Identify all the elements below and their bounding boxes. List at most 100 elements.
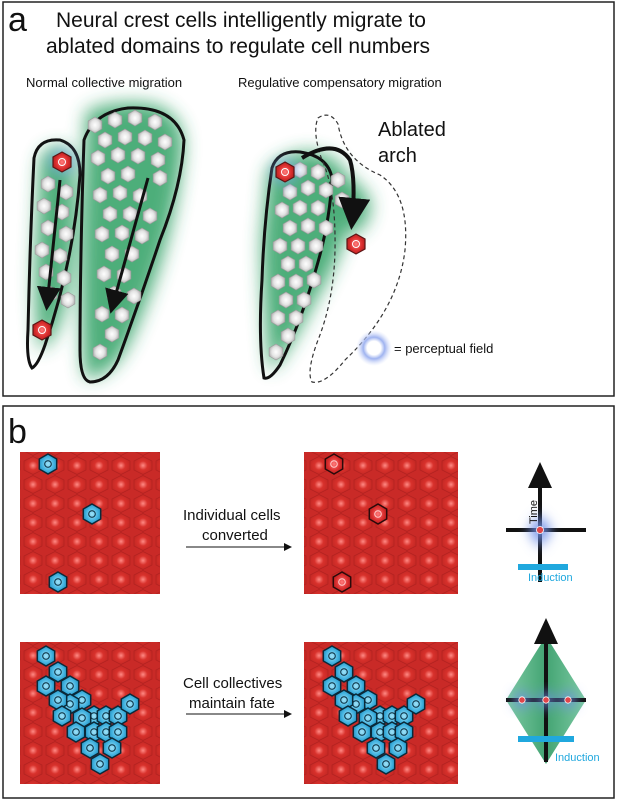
grey-cell: [282, 183, 298, 201]
grey-cell: [298, 255, 314, 273]
right-stream-outline: [258, 150, 334, 380]
converted-cell: [332, 571, 352, 593]
grey-cell: [288, 309, 304, 327]
induction-bar-bottom: [518, 736, 574, 742]
grey-cell: [120, 165, 136, 183]
right-grey-cells: [268, 161, 350, 361]
collective-blue-cells-before: [36, 645, 140, 775]
grey-cell: [270, 273, 286, 291]
grey-cell: [100, 167, 116, 185]
label-collective-line1: Cell collectives: [183, 675, 282, 692]
blue-cell: [102, 737, 122, 759]
grey-cell: [102, 205, 118, 223]
grey-cell: [318, 181, 334, 199]
grey-cell: [300, 179, 316, 197]
ablated-arch-label-line2: arch: [378, 145, 417, 167]
grey-cell: [308, 237, 324, 255]
arrow-compensatory-migration: [300, 146, 371, 230]
blue-cell: [48, 689, 68, 711]
blue-cell: [376, 753, 396, 775]
blue-cell: [36, 645, 56, 667]
perceptual-field-icon: [356, 330, 392, 366]
grey-cell: [280, 327, 296, 345]
blue-cell: [388, 737, 408, 759]
grey-cell: [130, 147, 146, 165]
grey-cell: [92, 343, 108, 361]
grey-cell: [107, 111, 123, 129]
grey-cell: [134, 227, 150, 245]
grey-cell: [296, 291, 312, 309]
perceptual-field-label: = perceptual field: [394, 341, 493, 356]
time-arrowhead-top: [528, 462, 552, 488]
grey-cell: [36, 197, 52, 215]
converted-cell: [324, 453, 344, 475]
arrow-right-stream: [105, 177, 150, 314]
grey-cell: [97, 131, 113, 149]
grey-cell: [272, 237, 288, 255]
time-label: Time: [528, 500, 540, 524]
timeline-collective: Induction: [506, 618, 600, 764]
grey-cell: [104, 245, 120, 263]
individual-blue-cells: [38, 453, 102, 593]
grey-cell: [282, 219, 298, 237]
grey-cell: [300, 217, 316, 235]
grey-cell: [318, 219, 334, 237]
individual-converted-cells: [324, 453, 388, 593]
grey-cell: [280, 255, 296, 273]
grey-cell: [40, 175, 56, 193]
grey-cell: [152, 169, 168, 187]
red-cell-ablated-target: [346, 233, 366, 255]
grey-cell: [60, 291, 76, 309]
blue-cell: [90, 753, 110, 775]
blue-cell: [334, 661, 354, 683]
subtitle-normal-migration: Normal collective migration: [26, 75, 182, 90]
blue-cell: [352, 721, 372, 743]
grey-cell: [94, 225, 110, 243]
panel-a: a Neural crest cells intelligently migra…: [2, 1, 615, 397]
blue-cell: [38, 453, 58, 475]
perceptual-field-legend: = perceptual field: [356, 330, 493, 366]
left-stream-outline-inner: [26, 138, 82, 370]
grey-cell: [137, 129, 153, 147]
left-stream-outline-outer: [78, 106, 186, 384]
grey-cell: [58, 225, 74, 243]
grey-cell: [310, 163, 326, 181]
grey-cell: [56, 269, 72, 287]
grey-cell: [274, 201, 290, 219]
label-individual-line2: converted: [202, 527, 268, 544]
blue-cell: [52, 705, 72, 727]
blue-cell: [338, 705, 358, 727]
blue-cell: [82, 503, 102, 525]
panel-a-title-line2: ablated domains to regulate cell numbers: [46, 35, 430, 58]
grey-cell: [142, 207, 158, 225]
grey-cell: [90, 149, 106, 167]
red-cell-right-origin: [272, 159, 298, 185]
blue-cell: [48, 571, 68, 593]
grey-cell: [288, 273, 304, 291]
red-cell-bottom-left: [32, 319, 52, 341]
time-arrowhead-bottom: [534, 618, 558, 644]
induction-label-bottom: Induction: [555, 752, 600, 764]
grey-cell: [310, 199, 326, 217]
grey-cell: [157, 133, 173, 151]
grey-cell: [330, 171, 346, 189]
induction-bar-top: [518, 564, 568, 570]
grey-cell: [270, 309, 286, 327]
grey-cell: [268, 343, 284, 361]
grey-cell: [96, 265, 112, 283]
blue-cell: [322, 645, 342, 667]
blue-cell: [406, 693, 426, 715]
blue-cell: [120, 693, 140, 715]
grey-cell: [114, 224, 130, 242]
panel-a-title-line1: Neural crest cells intelligently migrate…: [56, 9, 426, 32]
grey-cell: [117, 128, 133, 146]
blue-cell: [66, 721, 86, 743]
blue-cell: [48, 661, 68, 683]
grey-cell: [278, 291, 294, 309]
ablated-arch-label-line1: Ablated: [378, 119, 446, 141]
panel-a-letter: a: [8, 1, 27, 39]
grey-cell: [110, 146, 126, 164]
grey-cell: [127, 109, 143, 127]
grey-cell: [306, 271, 322, 289]
